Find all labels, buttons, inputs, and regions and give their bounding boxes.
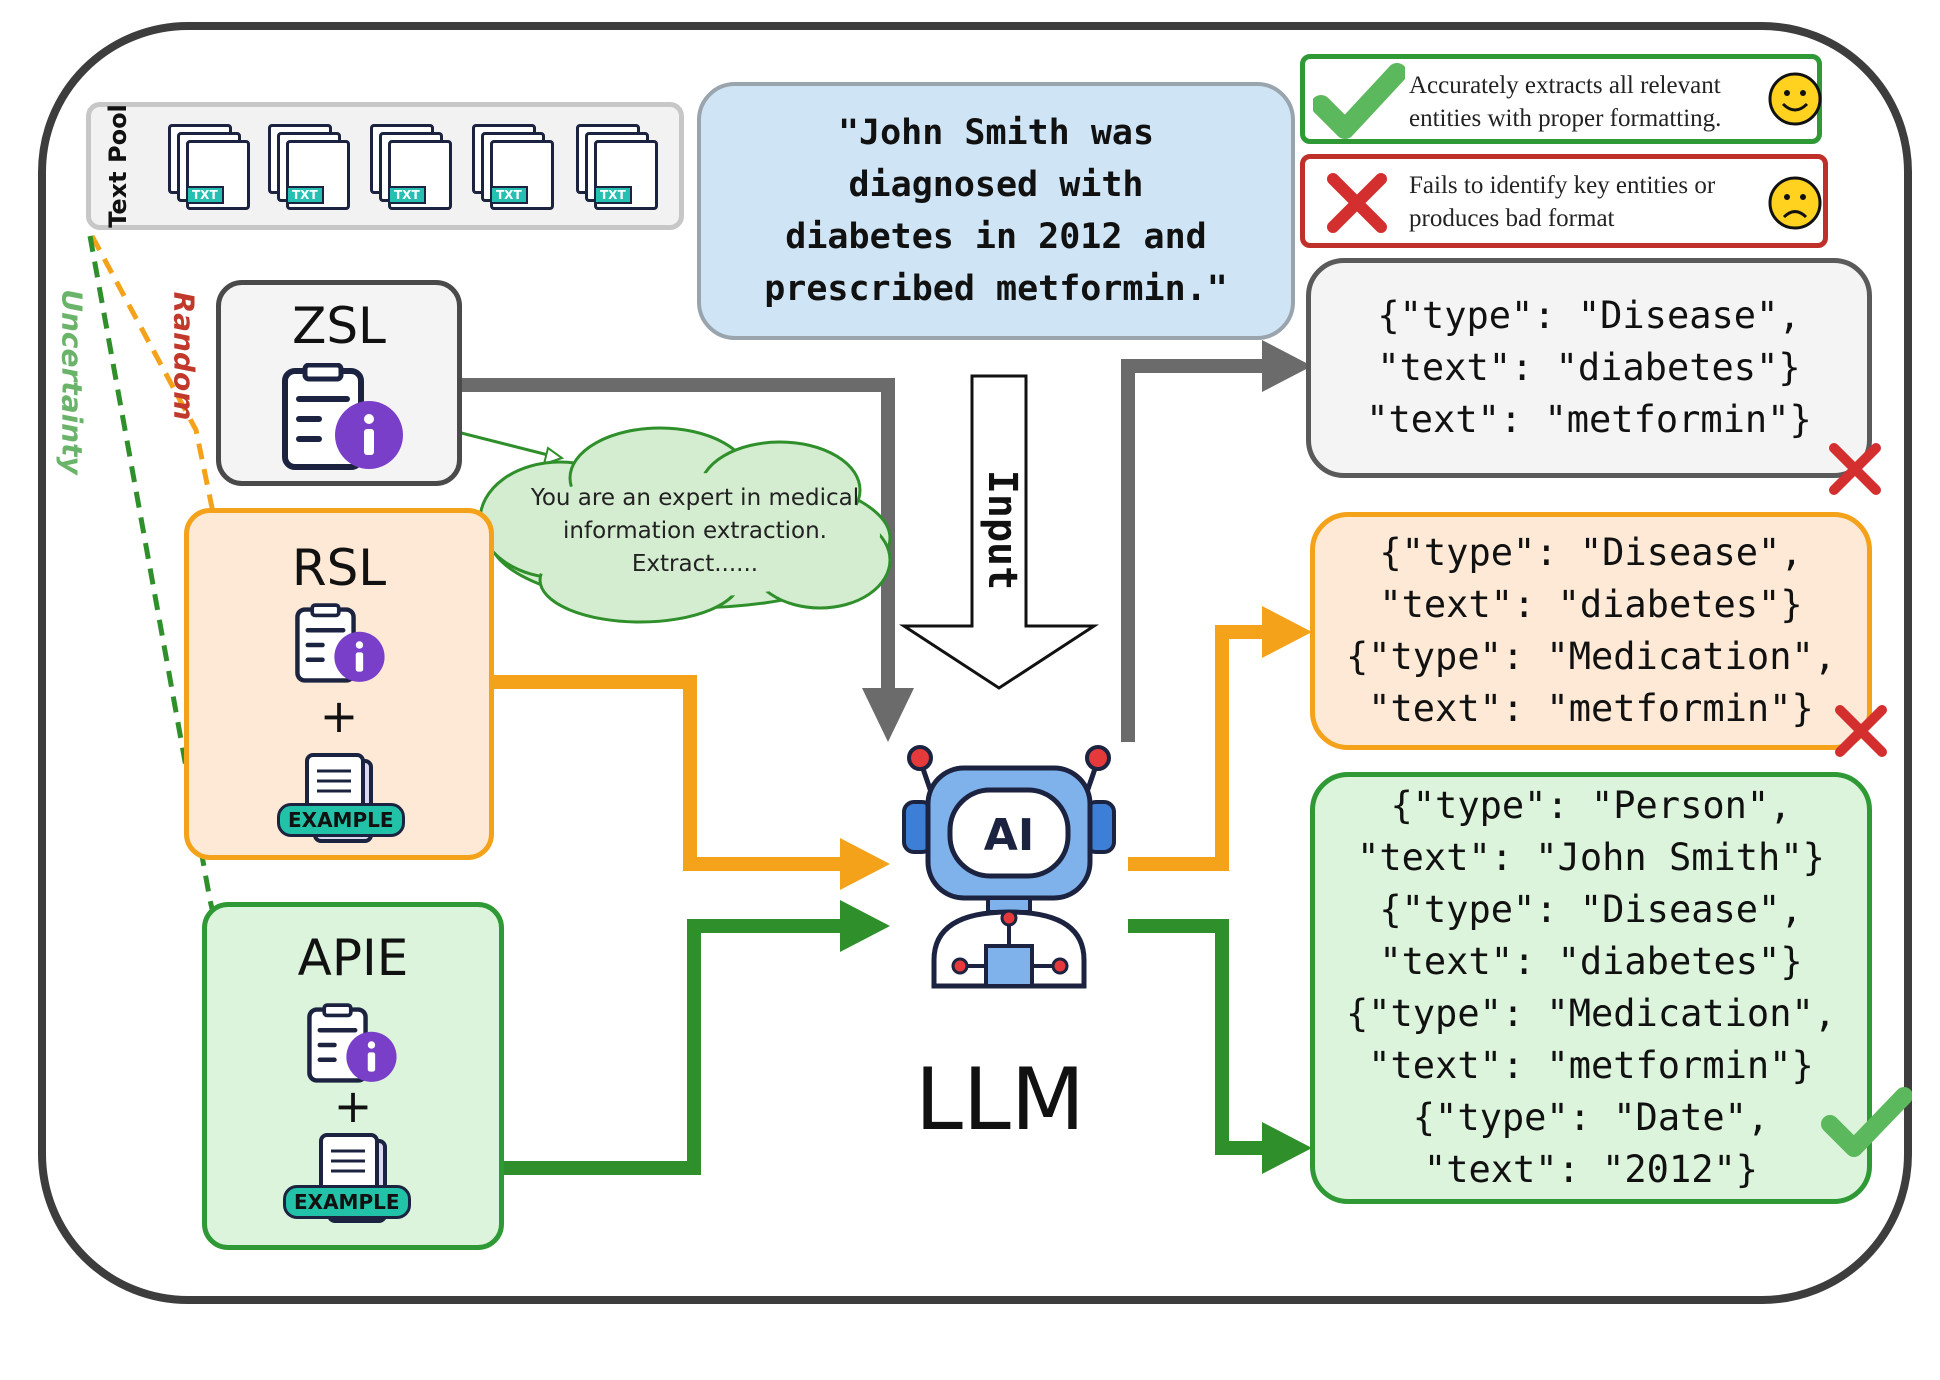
- rsl-fail-cross-icon: [1835, 705, 1887, 757]
- example-tag: EXAMPLE: [283, 1185, 411, 1219]
- llm-to-output1-arrow: [1121, 359, 1266, 742]
- apie-title: APIE: [297, 929, 409, 987]
- apie-output-text: {"type": "Person", "text": "John Smith"}…: [1345, 784, 1837, 1191]
- sad-face-icon: [1768, 176, 1822, 230]
- llm-to-output3-arrow: [1128, 919, 1268, 1155]
- rsl-output-text: {"type": "Disease", "text": "diabetes"} …: [1345, 531, 1837, 730]
- txt-sheet: [388, 140, 452, 210]
- txt-file-stack-icon: TXT: [168, 124, 252, 212]
- prompt-cloud-text: You are an expert in medical information…: [530, 485, 860, 577]
- instruction-document-icon: [282, 363, 403, 470]
- cross-icon: [1327, 173, 1387, 233]
- zsl-method-box: ZSL: [216, 280, 462, 486]
- zsl-to-llm-arrowhead: [862, 688, 914, 742]
- txt-file-tag: TXT: [186, 186, 224, 204]
- outer-frame: [38, 22, 1912, 1304]
- txt-file-stack-icon: TXT: [576, 124, 660, 212]
- text-pool-label: Text Pool: [104, 104, 132, 228]
- prompt-cloud-fill: [500, 473, 880, 597]
- uncertainty-sampling-label: Uncertainty: [55, 289, 89, 475]
- rsl-to-llm-arrow: [494, 675, 848, 871]
- zsl-to-llm-arrow: [462, 378, 895, 690]
- txt-file-tag: TXT: [594, 186, 632, 204]
- robot-badge: AI: [984, 810, 1034, 861]
- checkmark-icon: [1313, 63, 1405, 139]
- zsl-output-box: {"type": "Disease", "text": "diabetes"} …: [1306, 258, 1872, 478]
- input-arrow: [898, 374, 1100, 690]
- apie-to-llm-arrow: [504, 919, 848, 1175]
- apie-plus-sign: +: [333, 1079, 373, 1133]
- zsl-title: ZSL: [292, 297, 386, 355]
- happy-face-icon: [1768, 72, 1822, 126]
- apie-to-llm-arrowhead: [840, 900, 890, 952]
- llm-to-output3-arrowhead: [1262, 1122, 1312, 1174]
- rsl-output-box: {"type": "Disease", "text": "diabetes"} …: [1310, 512, 1872, 750]
- legend-good: Accurately extracts all relevant entitie…: [1300, 54, 1822, 144]
- input-sentence-box: "John Smith was diagnosed with diabetes …: [697, 82, 1295, 340]
- rsl-method-box: RSL + EXAMPLE: [184, 508, 494, 860]
- random-sampling-label: Random: [167, 291, 201, 421]
- legend-good-text: Accurately extracts all relevant entitie…: [1409, 72, 1722, 132]
- input-arrow-label: Input: [979, 469, 1025, 591]
- zsl-fail-cross-icon: [1829, 443, 1881, 495]
- apie-success-check-icon: [1821, 1087, 1912, 1157]
- rsl-title: RSL: [291, 539, 387, 597]
- txt-file-tag: TXT: [388, 186, 426, 204]
- llm-to-output2-arrowhead: [1262, 606, 1312, 658]
- rsl-plus-sign: +: [319, 689, 359, 743]
- instruction-document-icon: [295, 603, 385, 683]
- txt-file-stack-icon: TXT: [370, 124, 454, 212]
- txt-file-tag: TXT: [490, 186, 528, 204]
- instruction-document-icon: [307, 1003, 397, 1083]
- rsl-to-llm-arrowhead: [840, 838, 890, 890]
- llm-to-output1-arrowhead: [1262, 340, 1312, 392]
- llm-to-output2-arrow: [1128, 625, 1268, 871]
- robot-icon: AI: [902, 745, 1116, 989]
- random-sampling-arrow: [89, 234, 273, 791]
- example-tag: EXAMPLE: [277, 803, 405, 837]
- llm-label: LLM: [914, 1050, 1086, 1150]
- apie-method-box: APIE + EXAMPLE: [202, 902, 504, 1250]
- input-sentence-text: "John Smith was diagnosed with diabetes …: [764, 113, 1228, 309]
- txt-file-stack-icon: TXT: [268, 124, 352, 212]
- txt-file-tag: TXT: [286, 186, 324, 204]
- zsl-output-text: {"type": "Disease", "text": "diabetes"} …: [1366, 294, 1812, 441]
- apie-output-box: {"type": "Person", "text": "John Smith"}…: [1310, 772, 1872, 1204]
- txt-file-stack-icon: TXT: [472, 124, 556, 212]
- legend-bad: Fails to identify key entities or produc…: [1300, 154, 1828, 248]
- legend-bad-text: Fails to identify key entities or produc…: [1409, 172, 1716, 232]
